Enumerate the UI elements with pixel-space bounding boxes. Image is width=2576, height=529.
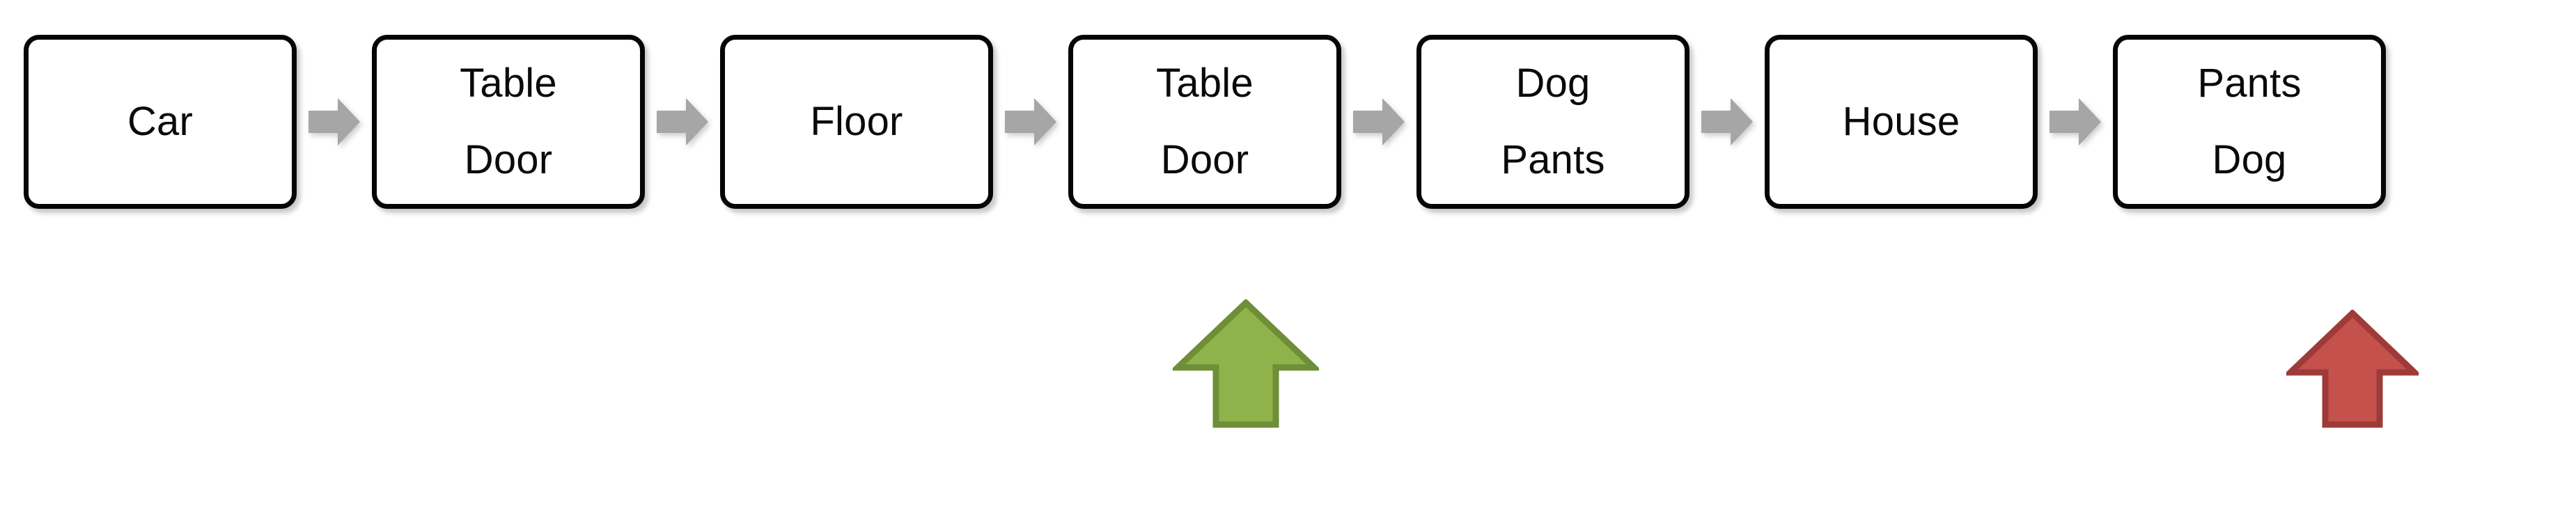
node-label-line: Door (1160, 137, 1249, 182)
right-arrow-icon (1005, 98, 1056, 145)
node-box-5[interactable]: Dog Pants (1416, 35, 1689, 209)
node-box-4[interactable]: Table Door (1068, 35, 1341, 209)
up-arrow-icon (2286, 310, 2419, 428)
node-label-line: Dog (1515, 61, 1591, 106)
connector-arrow-5 (1689, 35, 1765, 209)
up-arrow-icon (1173, 299, 1319, 428)
right-arrow-icon (2050, 98, 2101, 145)
right-arrow-icon (657, 98, 708, 145)
node-label-line: Dog (2212, 137, 2287, 182)
right-arrow-icon (309, 98, 360, 145)
right-arrow-icon (1353, 98, 1405, 145)
connector-arrow-4 (1341, 35, 1416, 209)
node-label-line: Floor (810, 99, 903, 144)
node-box-7[interactable]: Pants Dog (2113, 35, 2386, 209)
node-box-1[interactable]: Car (24, 35, 297, 209)
connector-arrow-2 (645, 35, 720, 209)
node-label-line: Pants (1501, 137, 1605, 182)
node-label-line: Table (460, 61, 557, 106)
connector-arrow-3 (993, 35, 1068, 209)
right-arrow-icon (1701, 98, 1753, 145)
node-label-line: Car (127, 99, 194, 144)
up-arrow-green-marker[interactable] (1173, 299, 1319, 428)
connector-arrow-6 (2038, 35, 2113, 209)
node-label-line: House (1842, 99, 1960, 144)
node-box-2[interactable]: Table Door (372, 35, 645, 209)
node-box-3[interactable]: Floor (720, 35, 993, 209)
up-arrow-red-marker[interactable] (2286, 310, 2419, 428)
connector-arrow-1 (297, 35, 372, 209)
node-label-line: Pants (2197, 61, 2302, 106)
sequence-row: Car Table Door Floor Table (0, 28, 2576, 216)
node-label-line: Table (1156, 61, 1254, 106)
node-box-6[interactable]: House (1765, 35, 2038, 209)
node-label-line: Door (464, 137, 553, 182)
